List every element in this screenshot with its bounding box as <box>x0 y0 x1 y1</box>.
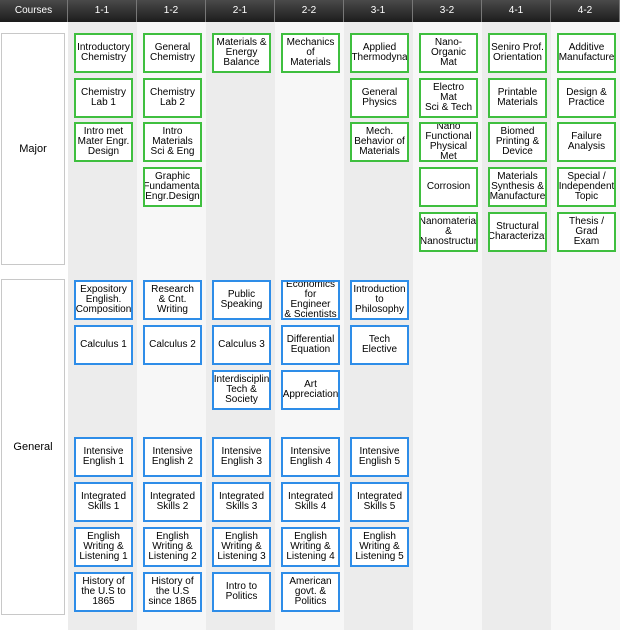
course-box[interactable]: Integrated Skills 3 <box>212 482 271 522</box>
course-box[interactable]: History of the U.S to 1865 <box>74 572 133 612</box>
course-box[interactable]: Integrated Skills 5 <box>350 482 409 522</box>
course-box[interactable]: Materials & Energy Balance <box>212 33 271 73</box>
course-box[interactable]: Special / Independent Topic <box>557 167 616 207</box>
course-box[interactable]: Mech. Behavior of Materials <box>350 122 409 162</box>
course-box[interactable]: Chemistry Lab 2 <box>143 78 202 118</box>
course-box[interactable]: Integrated Skills 1 <box>74 482 133 522</box>
course-box[interactable]: Research & Cnt. Writing <box>143 280 202 320</box>
course-box[interactable]: Integrated Skills 2 <box>143 482 202 522</box>
course-box[interactable]: Structural Characterizat <box>488 212 547 252</box>
course-box[interactable]: English Writing & Listening 1 <box>74 527 133 567</box>
course-box[interactable]: Intensive English 1 <box>74 437 133 477</box>
course-box[interactable]: Nanomaterial & Nanostructur <box>419 212 478 252</box>
course-box[interactable]: Expository English. Composition <box>74 280 133 320</box>
course-box[interactable]: Calculus 1 <box>74 325 133 365</box>
course-box[interactable]: Mechanics of Materials <box>281 33 340 73</box>
course-box[interactable]: Nano Functional Physical Met <box>419 122 478 162</box>
course-box[interactable]: Differential Equation <box>281 325 340 365</box>
course-box[interactable]: English Writing & Listening 5 <box>350 527 409 567</box>
course-box[interactable]: Printable Materials <box>488 78 547 118</box>
course-box[interactable]: English Writing & Listening 2 <box>143 527 202 567</box>
course-box[interactable]: Electro Mat Sci & Tech <box>419 78 478 118</box>
course-box[interactable]: Chemistry Lab 1 <box>74 78 133 118</box>
header-term-4-1: 4-1 <box>482 0 551 22</box>
course-box[interactable]: Interdisciplin Tech & Society <box>212 370 271 410</box>
course-box[interactable]: Tech Elective <box>350 325 409 365</box>
course-box[interactable]: Public Speaking <box>212 280 271 320</box>
header-term-1-1: 1-1 <box>68 0 137 22</box>
header-term-2-2: 2-2 <box>275 0 344 22</box>
course-box[interactable]: Seniro Prof. Orientation <box>488 33 547 73</box>
course-box[interactable]: English Writing & Listening 3 <box>212 527 271 567</box>
header-term-1-2: 1-2 <box>137 0 206 22</box>
course-box[interactable]: Intensive English 2 <box>143 437 202 477</box>
course-box[interactable]: Intro to Politics <box>212 572 271 612</box>
header-term-3-2: 3-2 <box>413 0 482 22</box>
course-box[interactable]: Calculus 3 <box>212 325 271 365</box>
course-box[interactable]: Introductory Chemistry <box>74 33 133 73</box>
course-box[interactable]: Additive Manufacture <box>557 33 616 73</box>
course-box[interactable]: Economics for Engineer & Scientists <box>281 280 340 320</box>
course-box[interactable]: General Physics <box>350 78 409 118</box>
course-box[interactable]: English Writing & Listening 4 <box>281 527 340 567</box>
row-label-major: Major <box>1 33 65 265</box>
course-box[interactable]: Corrosion <box>419 167 478 207</box>
course-box[interactable]: Introduction to Philosophy <box>350 280 409 320</box>
course-box[interactable]: American govt. & Politics <box>281 572 340 612</box>
course-box[interactable]: Applied Thermodyna <box>350 33 409 73</box>
course-box[interactable]: Intro Materials Sci & Eng <box>143 122 202 162</box>
course-box[interactable]: Calculus 2 <box>143 325 202 365</box>
course-box[interactable]: History of the U.S since 1865 <box>143 572 202 612</box>
header-courses-label: Courses <box>0 0 68 22</box>
course-box[interactable]: Biomed Printing & Device <box>488 122 547 162</box>
course-box[interactable]: Art Appreciation <box>281 370 340 410</box>
course-box[interactable]: Graphic Fundamental Engr.Design <box>143 167 202 207</box>
course-box[interactable]: Failure Analysis <box>557 122 616 162</box>
course-box[interactable]: General Chemistry <box>143 33 202 73</box>
row-label-general: General <box>1 279 65 615</box>
header-term-3-1: 3-1 <box>344 0 413 22</box>
course-box[interactable]: Nano- Organic Mat <box>419 33 478 73</box>
course-box[interactable]: Intensive English 3 <box>212 437 271 477</box>
header-term-2-1: 2-1 <box>206 0 275 22</box>
course-box[interactable]: Thesis / Grad Exam <box>557 212 616 252</box>
course-box[interactable]: Integrated Skills 4 <box>281 482 340 522</box>
course-box[interactable]: Intensive English 5 <box>350 437 409 477</box>
course-box[interactable]: Design & Practice <box>557 78 616 118</box>
course-box[interactable]: Intro met Mater Engr. Design <box>74 122 133 162</box>
header-term-4-2: 4-2 <box>551 0 620 22</box>
course-box[interactable]: Materials Synthesis & Manufacture <box>488 167 547 207</box>
course-box[interactable]: Intensive English 4 <box>281 437 340 477</box>
